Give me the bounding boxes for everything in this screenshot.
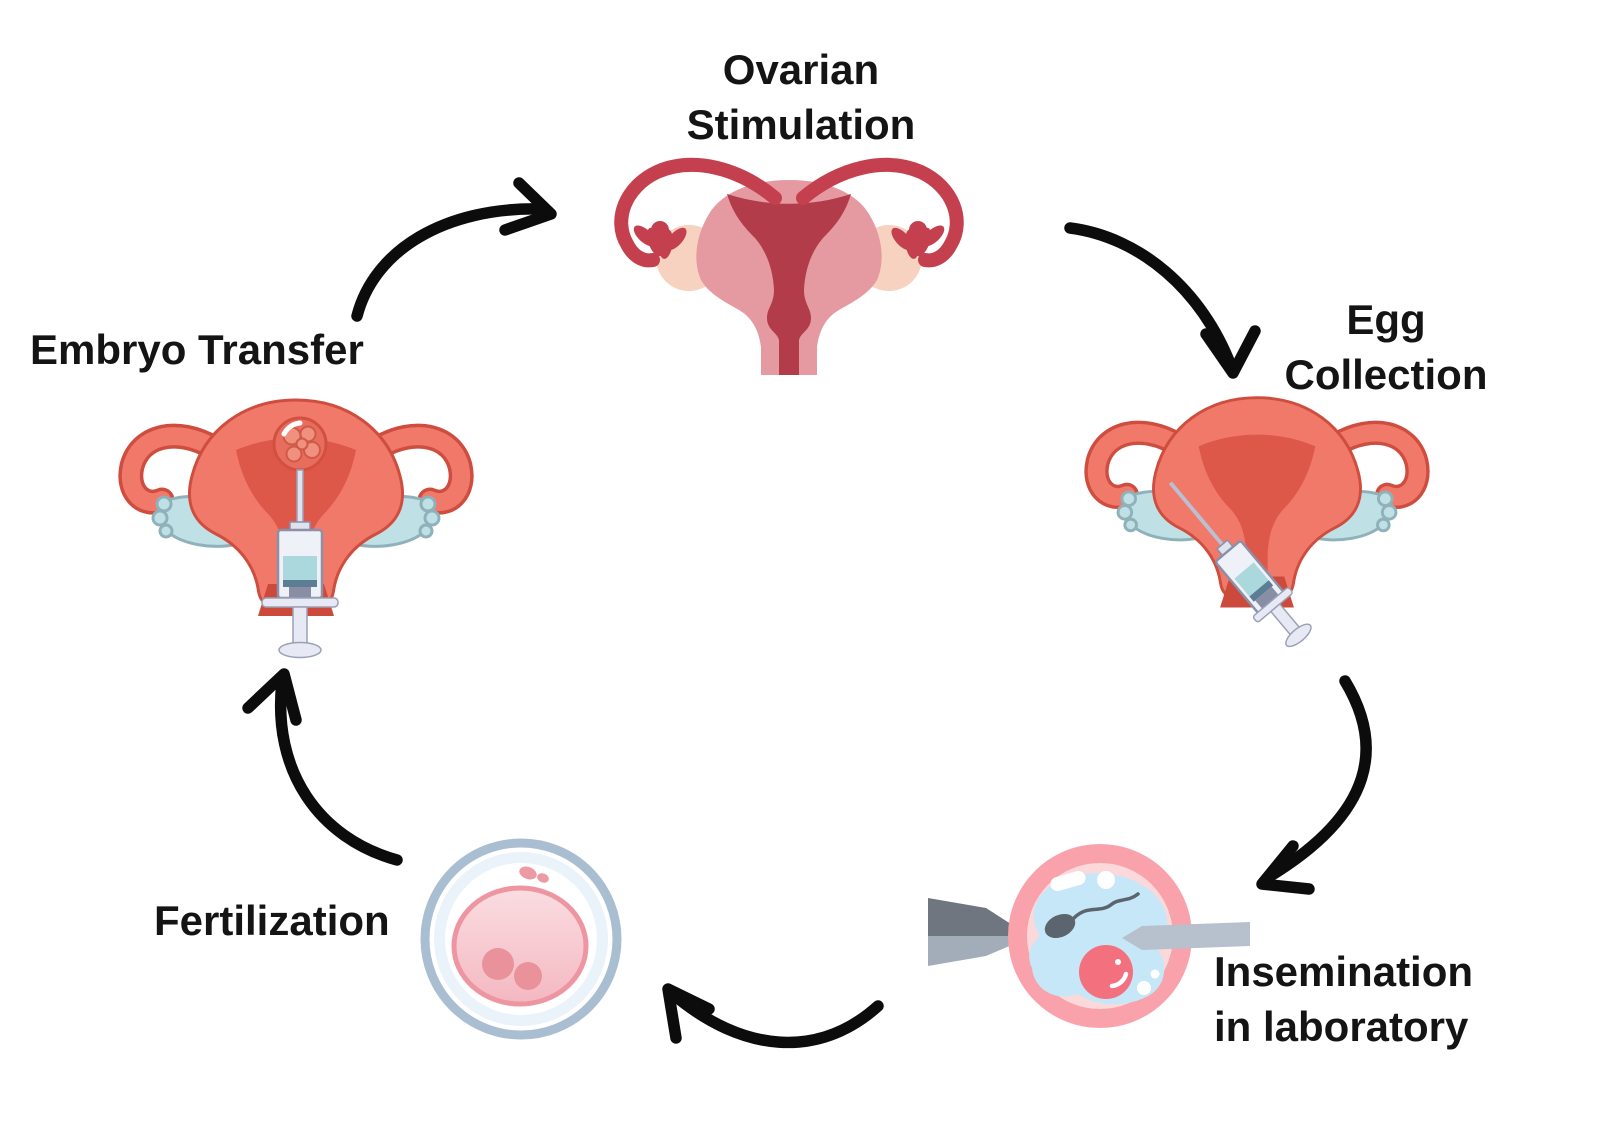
aspiration-syringe-icon (1168, 481, 1312, 648)
fallopian-tube-curls (1084, 420, 1430, 509)
fimbriae-right (891, 221, 945, 259)
fallopian-tubes (614, 157, 964, 268)
fertilization-illustration (420, 838, 622, 1040)
arrow-ovarian-stimulation-to-egg-collection (1064, 222, 1261, 379)
insemination-illustration (928, 844, 1250, 1028)
label-ovarian-stimulation: Ovarian Stimulation (686, 46, 916, 149)
arrow-embryo-transfer-to-ovarian-stimulation (351, 177, 557, 322)
fallopian-tube-right (796, 157, 964, 268)
uterine-cavity (1198, 434, 1316, 596)
uterine-cavity (727, 194, 851, 375)
arrow-fertilization-to-embryo-transfer (242, 668, 403, 866)
polar-body (519, 866, 537, 880)
fallopian-tube-left (614, 157, 782, 268)
label-embryo-transfer: Embryo Transfer (30, 326, 364, 373)
fallopian-tube-curls (118, 423, 474, 515)
nucleus (1079, 945, 1133, 999)
embryo-transfer-illustration (118, 398, 474, 659)
polar-body (537, 873, 549, 883)
pronucleus (482, 948, 514, 980)
uterine-cavity (236, 438, 356, 604)
transfer-syringe-icon (261, 469, 339, 659)
label-insemination-in-laboratory: Insemination in laboratory (1214, 948, 1474, 1051)
pronucleus (514, 962, 542, 990)
embryo-icon (272, 416, 328, 472)
arrow-insemination-to-fertilization (662, 983, 884, 1049)
holding-pipette-icon (928, 898, 1014, 966)
ovarian-stimulation-illustration (614, 157, 964, 375)
egg-collection-illustration (1084, 396, 1430, 648)
sperm-icon (1044, 892, 1140, 939)
egg-cell (1008, 844, 1192, 1028)
label-fertilization: Fertilization (154, 897, 390, 944)
label-egg-collection: Egg Collection (1284, 296, 1488, 399)
fimbriae-left (633, 221, 687, 259)
injection-needle-icon (1122, 922, 1250, 950)
catheter (296, 469, 304, 529)
arrow-egg-collection-to-insemination (1256, 675, 1372, 895)
fertilized-egg-cell (420, 838, 622, 1040)
